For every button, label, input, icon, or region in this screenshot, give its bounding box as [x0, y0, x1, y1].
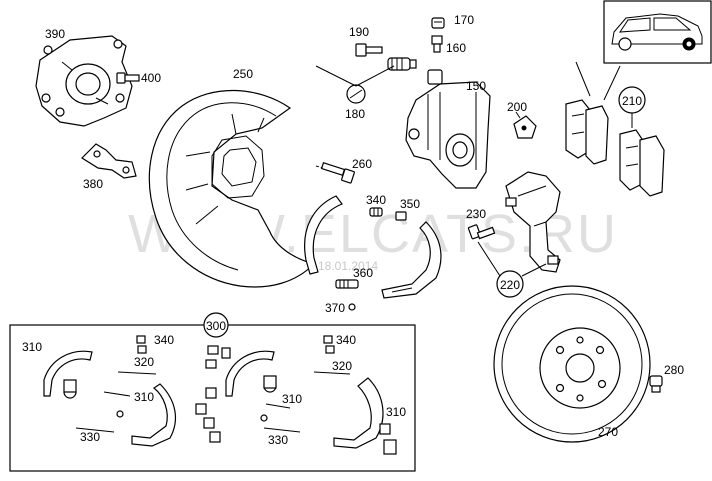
label-260: 260 — [352, 157, 372, 171]
label-210: 210 — [622, 94, 642, 108]
label-370: 370 — [325, 301, 345, 315]
part-230-bolt[interactable] — [467, 224, 496, 240]
part-200-clip[interactable] — [513, 111, 537, 139]
label-330-b: 330 — [268, 433, 288, 447]
part-370-spring[interactable] — [348, 303, 356, 311]
part-190-guide-bolt[interactable] — [355, 43, 383, 57]
part-caliper-bracket[interactable] — [505, 171, 561, 273]
kit-center-hardware[interactable] — [195, 345, 231, 443]
part-350-sleeve[interactable] — [395, 211, 407, 221]
label-200: 200 — [507, 100, 527, 114]
part-parking-brake-shoes[interactable] — [304, 195, 442, 299]
label-380: 380 — [83, 177, 103, 191]
kit-left-shoe-set[interactable] — [43, 335, 177, 447]
label-220: 220 — [500, 278, 520, 292]
label-390: 390 — [45, 27, 65, 41]
label-180: 180 — [345, 107, 365, 121]
part-390-wheel-carrier[interactable] — [35, 35, 133, 127]
part-160-bleeder-valve[interactable] — [431, 35, 443, 53]
label-310-c: 310 — [282, 392, 302, 406]
part-360-adjuster[interactable] — [335, 279, 359, 289]
part-180-tool[interactable] — [315, 65, 395, 104]
part-380-bracket[interactable] — [81, 143, 137, 179]
label-170: 170 — [454, 13, 474, 27]
part-400-bolt[interactable] — [116, 72, 140, 84]
label-400: 400 — [141, 71, 161, 85]
part-260-bolt[interactable] — [315, 161, 355, 184]
label-340-b: 340 — [336, 333, 356, 347]
label-150: 150 — [466, 79, 486, 93]
part-170-cap[interactable] — [431, 17, 445, 29]
part-280-screw[interactable] — [649, 375, 663, 393]
label-310-b: 310 — [134, 390, 154, 404]
label-340-top: 340 — [366, 193, 386, 207]
callout-220-circle[interactable] — [496, 270, 524, 298]
callout-300-circle[interactable] — [203, 312, 229, 338]
part-150-brake-caliper[interactable] — [405, 69, 491, 189]
label-310-d: 310 — [386, 405, 406, 419]
kit-right-shoe-set[interactable] — [225, 335, 397, 455]
label-350: 350 — [400, 197, 420, 211]
label-190: 190 — [349, 25, 369, 39]
part-210-brake-pads[interactable] — [565, 61, 665, 197]
label-160: 160 — [446, 41, 466, 55]
label-320-a: 320 — [134, 355, 154, 369]
part-guide-bushing[interactable] — [387, 57, 417, 71]
label-270: 270 — [598, 425, 618, 439]
label-340-a: 340 — [154, 333, 174, 347]
label-360: 360 — [353, 266, 373, 280]
part-340-adjuster-pin[interactable] — [369, 207, 383, 217]
label-300: 300 — [206, 319, 226, 333]
label-280: 280 — [664, 363, 684, 377]
label-310-a: 310 — [22, 340, 42, 354]
label-330-a: 330 — [80, 430, 100, 444]
label-320-b: 320 — [332, 359, 352, 373]
part-250-dust-shield[interactable] — [148, 89, 316, 288]
watermark-date: 18.01.2014 — [318, 259, 378, 273]
label-230: 230 — [466, 207, 486, 221]
hatchback-car-icon — [611, 13, 703, 51]
label-250: 250 — [233, 67, 253, 81]
vehicle-thumbnail[interactable] — [603, 0, 712, 64]
part-270-brake-disc[interactable] — [493, 285, 651, 443]
